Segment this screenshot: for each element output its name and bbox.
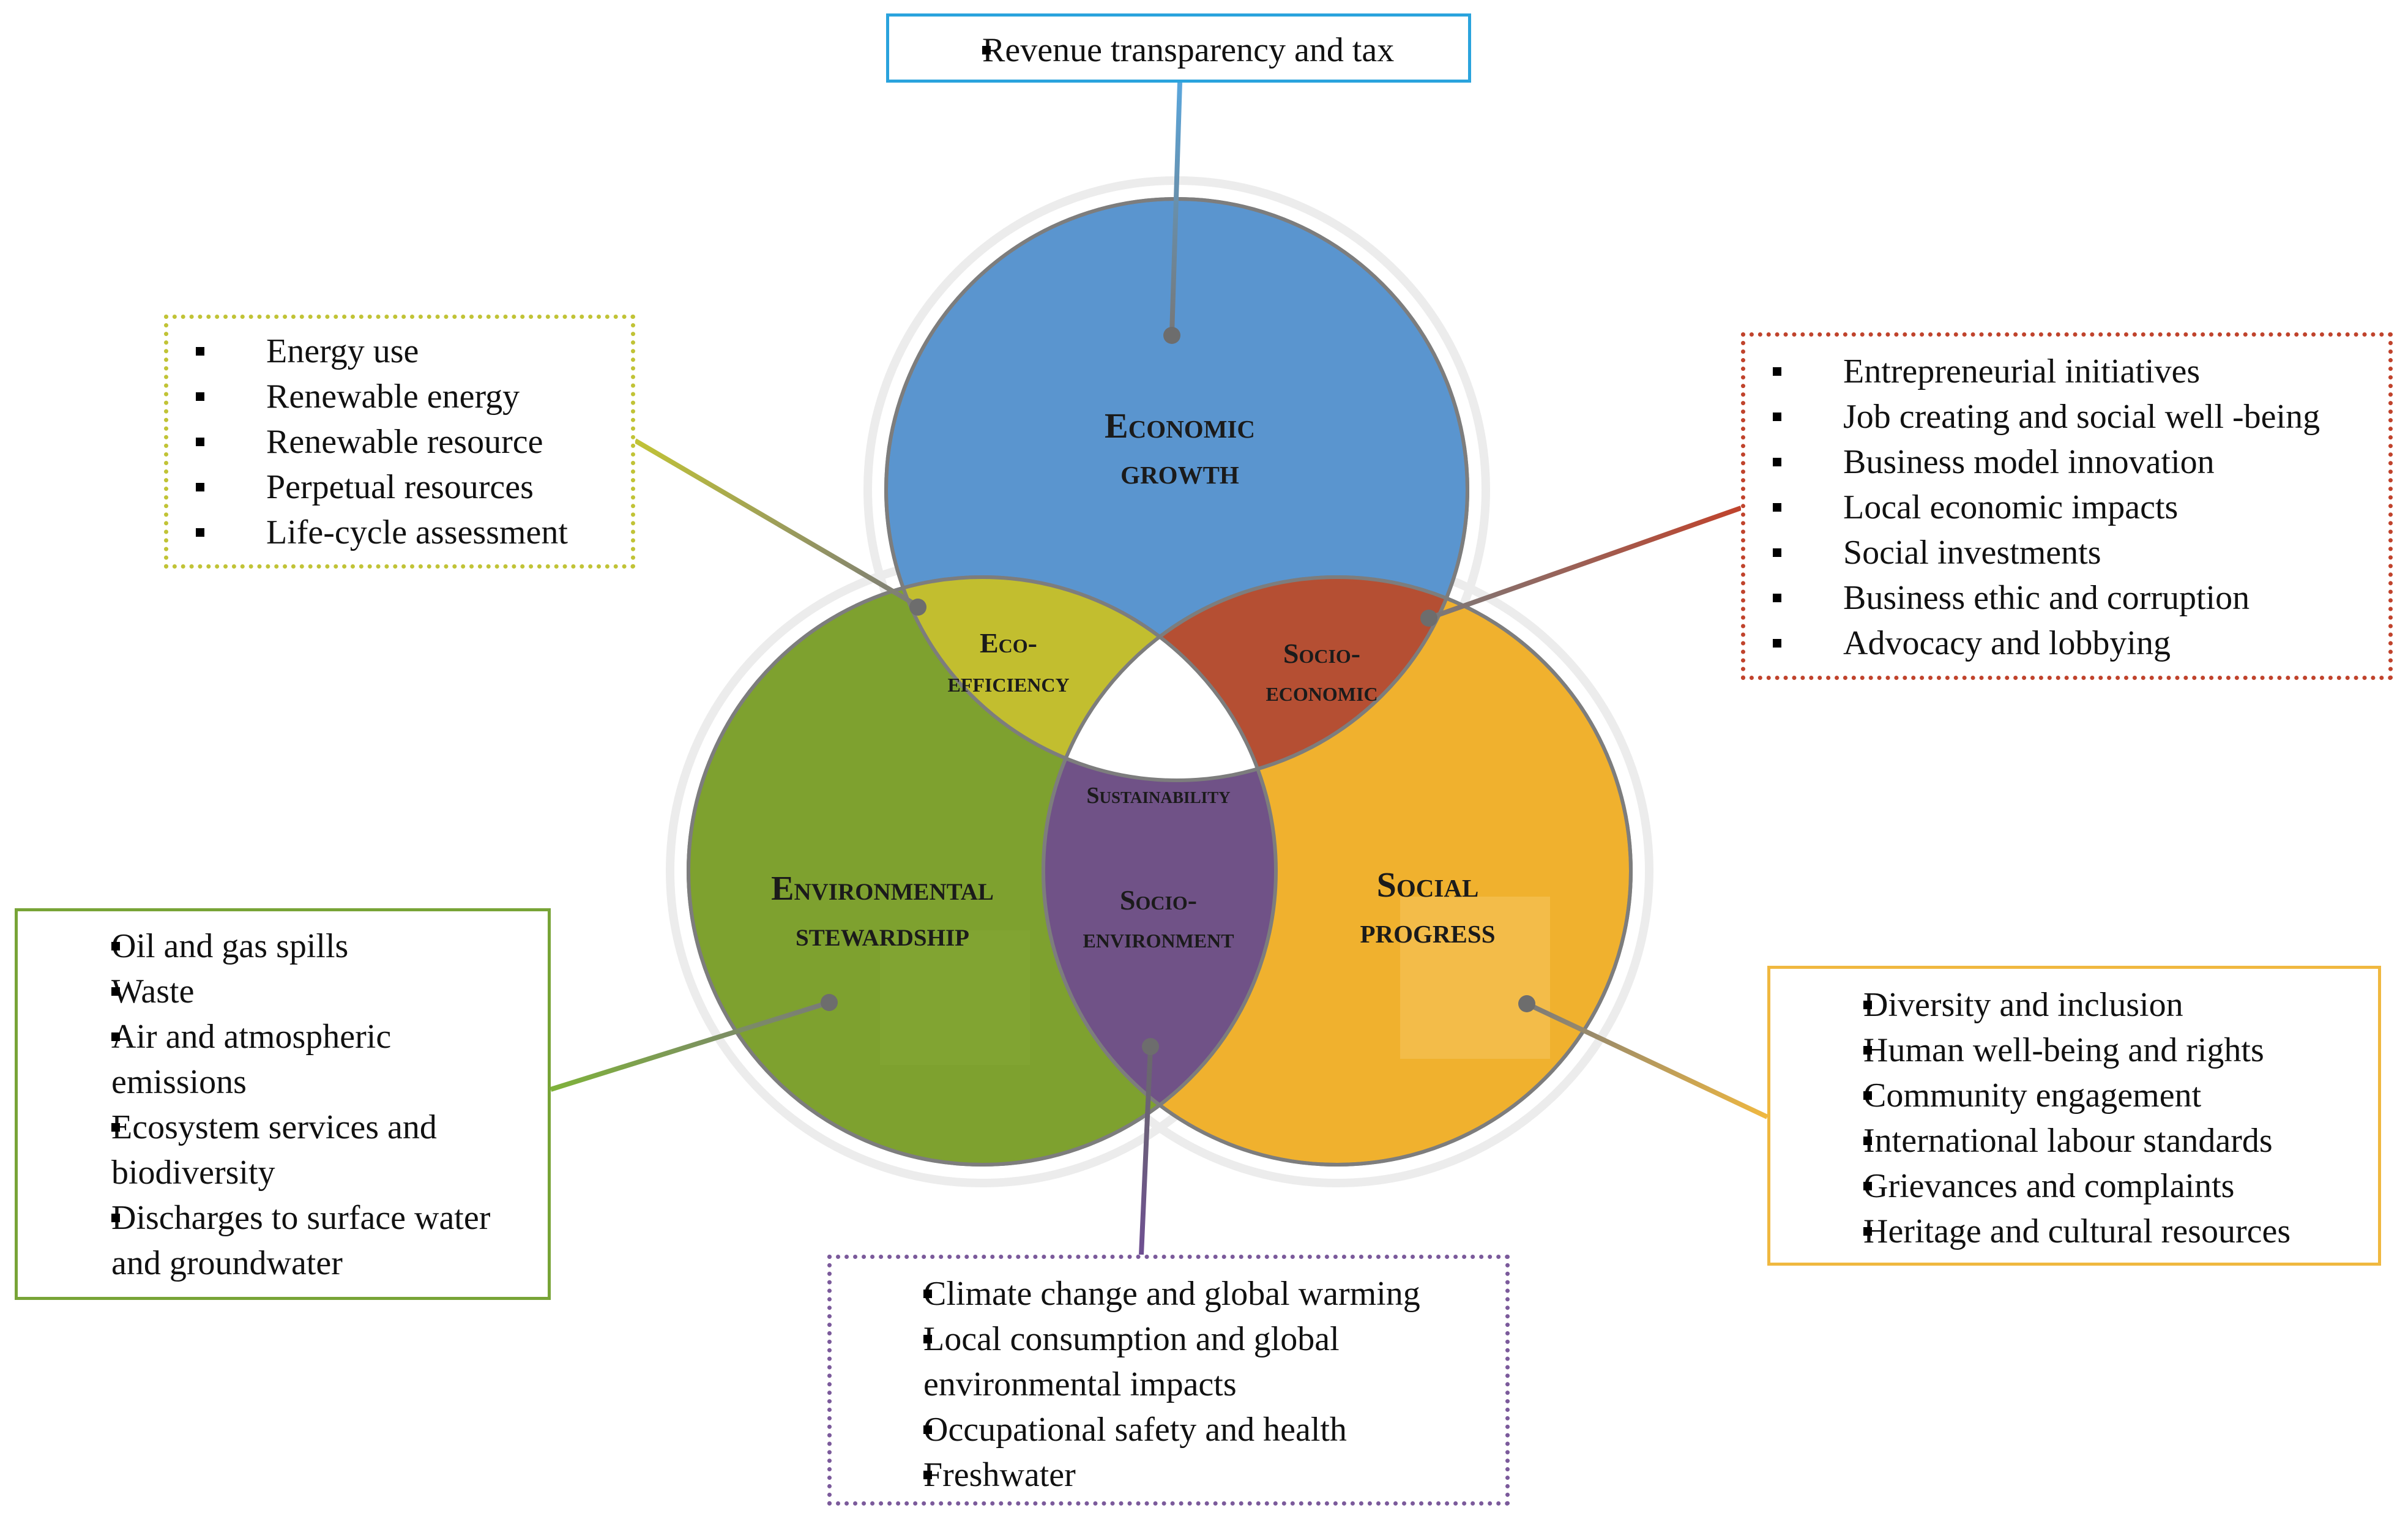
connector-economic (1169, 82, 1182, 334)
highlight-patch-environmental (880, 930, 1030, 1065)
connector-social (1526, 1001, 1769, 1119)
eco-efficiency-item: Energy use (168, 329, 631, 374)
environmental-stewardship-box: Oil and gas spills Waste Air and atmosph… (15, 908, 551, 1300)
label-social-line2: progress (1360, 911, 1496, 950)
socio-economic-box: Entrepreneurial initiatives Job creating… (1741, 332, 2393, 680)
environmental-item: Discharges to surface water and groundwa… (18, 1195, 529, 1286)
label-environmental-line2: stewardship (796, 916, 969, 954)
social-item: Human well-being and rights (1770, 1028, 2378, 1073)
socio-economic-item: Social investments (1745, 530, 2388, 575)
connector-socio-environment (1139, 1047, 1153, 1255)
environmental-item: Waste (18, 969, 529, 1014)
connector-socio-economic (1428, 506, 1742, 621)
socio-economic-item: Advocacy and lobbying (1745, 621, 2388, 666)
label-environmental-line1: Environmental (771, 870, 994, 908)
label-sustainability: Sustainability (1086, 783, 1230, 808)
social-item: Community engagement (1770, 1073, 2378, 1118)
socio-economic-item: Business ethic and corruption (1745, 575, 2388, 621)
connector-dot-socio-economic (1420, 610, 1437, 627)
label-socio-economic-line2: economic (1266, 676, 1377, 707)
socio-economic-item: Business model innovation (1745, 439, 2388, 485)
social-progress-box: Diversity and inclusion Human well-being… (1767, 966, 2381, 1266)
socio-environment-item: Local consumption and global environment… (832, 1316, 1481, 1407)
connector-eco-efficiency (633, 438, 920, 608)
socio-environment-item: Occupational safety and health (832, 1407, 1481, 1452)
eco-efficiency-item: Renewable resource (168, 419, 631, 465)
label-eco-efficiency-line2: efficiency (947, 666, 1069, 698)
environmental-item: Oil and gas spills (18, 924, 529, 969)
socio-environment-item: Freshwater (832, 1452, 1481, 1498)
label-socio-environment-line2: environment (1083, 922, 1234, 954)
label-social-line1: Social (1377, 865, 1479, 905)
label-socio-economic-line1: Socio- (1283, 638, 1360, 669)
eco-efficiency-item: Life-cycle assessment (168, 510, 631, 555)
socio-environment-item: Climate change and global warming (832, 1271, 1481, 1316)
eco-efficiency-item: Perpetual resources (168, 465, 631, 510)
connector-dot-economic (1163, 327, 1180, 344)
socio-economic-item: Local economic impacts (1745, 485, 2388, 530)
label-eco-efficiency-line1: Eco- (980, 627, 1037, 659)
environmental-item: Ecosystem services and biodiversity (18, 1105, 529, 1195)
economic-growth-box: Revenue transparency and tax (886, 13, 1471, 83)
social-item: Diversity and inclusion (1770, 982, 2378, 1028)
eco-efficiency-box: Energy use Renewable energy Renewable re… (164, 315, 635, 569)
social-item: Heritage and cultural resources (1770, 1209, 2378, 1254)
environmental-item: Air and atmospheric emissions (18, 1014, 529, 1105)
connector-dot-socio-environment (1142, 1038, 1159, 1055)
label-economic-line2: growth (1120, 452, 1239, 491)
connector-environmental (550, 1000, 830, 1092)
connector-dot-eco-efficiency (909, 599, 926, 616)
label-socio-environment-line1: Socio- (1120, 884, 1197, 916)
social-item: Grievances and complaints (1770, 1163, 2378, 1209)
connector-dot-social (1518, 995, 1535, 1012)
socio-economic-item: Entrepreneurial initiatives (1745, 349, 2388, 394)
social-item: International labour standards (1770, 1118, 2378, 1163)
label-economic-line1: Economic (1105, 406, 1255, 446)
socio-economic-item: Job creating and social well -being (1745, 394, 2388, 439)
connector-dot-environmental (821, 994, 838, 1011)
eco-efficiency-item: Renewable energy (168, 374, 631, 419)
overlap-sustainability (1043, 577, 1276, 780)
economic-item: Revenue transparency and tax (889, 28, 1468, 73)
socio-environment-box: Climate change and global warming Local … (827, 1255, 1510, 1506)
highlight-patch-social (1400, 897, 1550, 1059)
